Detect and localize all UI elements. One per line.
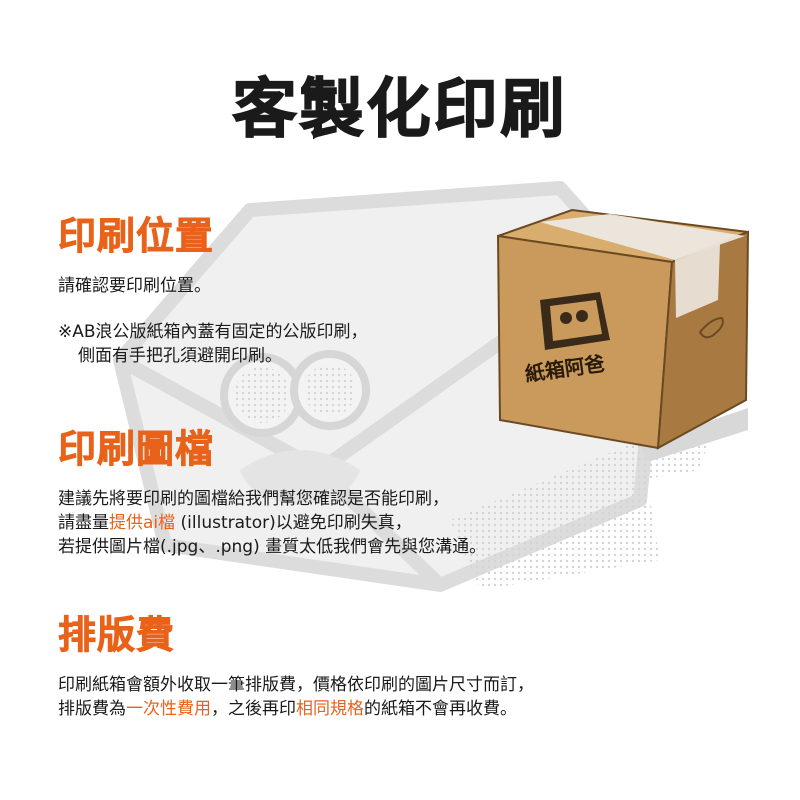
cardboard-box-icon	[496, 208, 750, 462]
section-heading: 印刷圖檔	[58, 427, 215, 472]
section-text: 請確認要印刷位置。	[58, 276, 211, 296]
section-text: 請盡量提供ai檔 (illustrator)以避免印刷失真，	[58, 513, 412, 533]
logo-icon	[540, 292, 610, 350]
section-text: 建議先將要印刷的圖檔給我們幫您確認是否能印刷，	[58, 489, 449, 509]
section-heading: 印刷位置	[58, 214, 215, 259]
section-text: 若提供圖片檔(.jpg、.png) 畫質太低我們會先與您溝通。	[58, 537, 487, 557]
highlight-text: 提供ai檔	[109, 513, 176, 533]
highlight-text: 相同規格	[296, 699, 364, 719]
section-heading: 排版費	[58, 613, 176, 658]
section-print-position: 印刷位置 請確認要印刷位置。 ※AB浪公版紙箱內蓋有固定的公版印刷， 側面有手把…	[58, 205, 368, 368]
section-text: 排版費為一次性費用，之後再印相同規格的紙箱不會再收費。	[58, 699, 517, 719]
section-text: 印刷紙箱會額外收取一筆排版費，價格依印刷的圖片尺寸而訂，	[58, 675, 534, 695]
note-text: ※AB浪公版紙箱內蓋有固定的公版印刷，	[58, 322, 368, 342]
watermark-face-icon	[220, 350, 370, 505]
highlight-text: 一次性費用	[126, 699, 211, 719]
page-title: 客製化印刷	[232, 72, 568, 148]
note-text: 側面有手把孔須避開印刷。	[78, 346, 282, 366]
section-print-file: 印刷圖檔 建議先將要印刷的圖檔給我們幫您確認是否能印刷， 請盡量提供ai檔 (i…	[58, 418, 487, 559]
section-layout-fee: 排版費 印刷紙箱會額外收取一筆排版費，價格依印刷的圖片尺寸而訂， 排版費為一次性…	[58, 604, 534, 721]
